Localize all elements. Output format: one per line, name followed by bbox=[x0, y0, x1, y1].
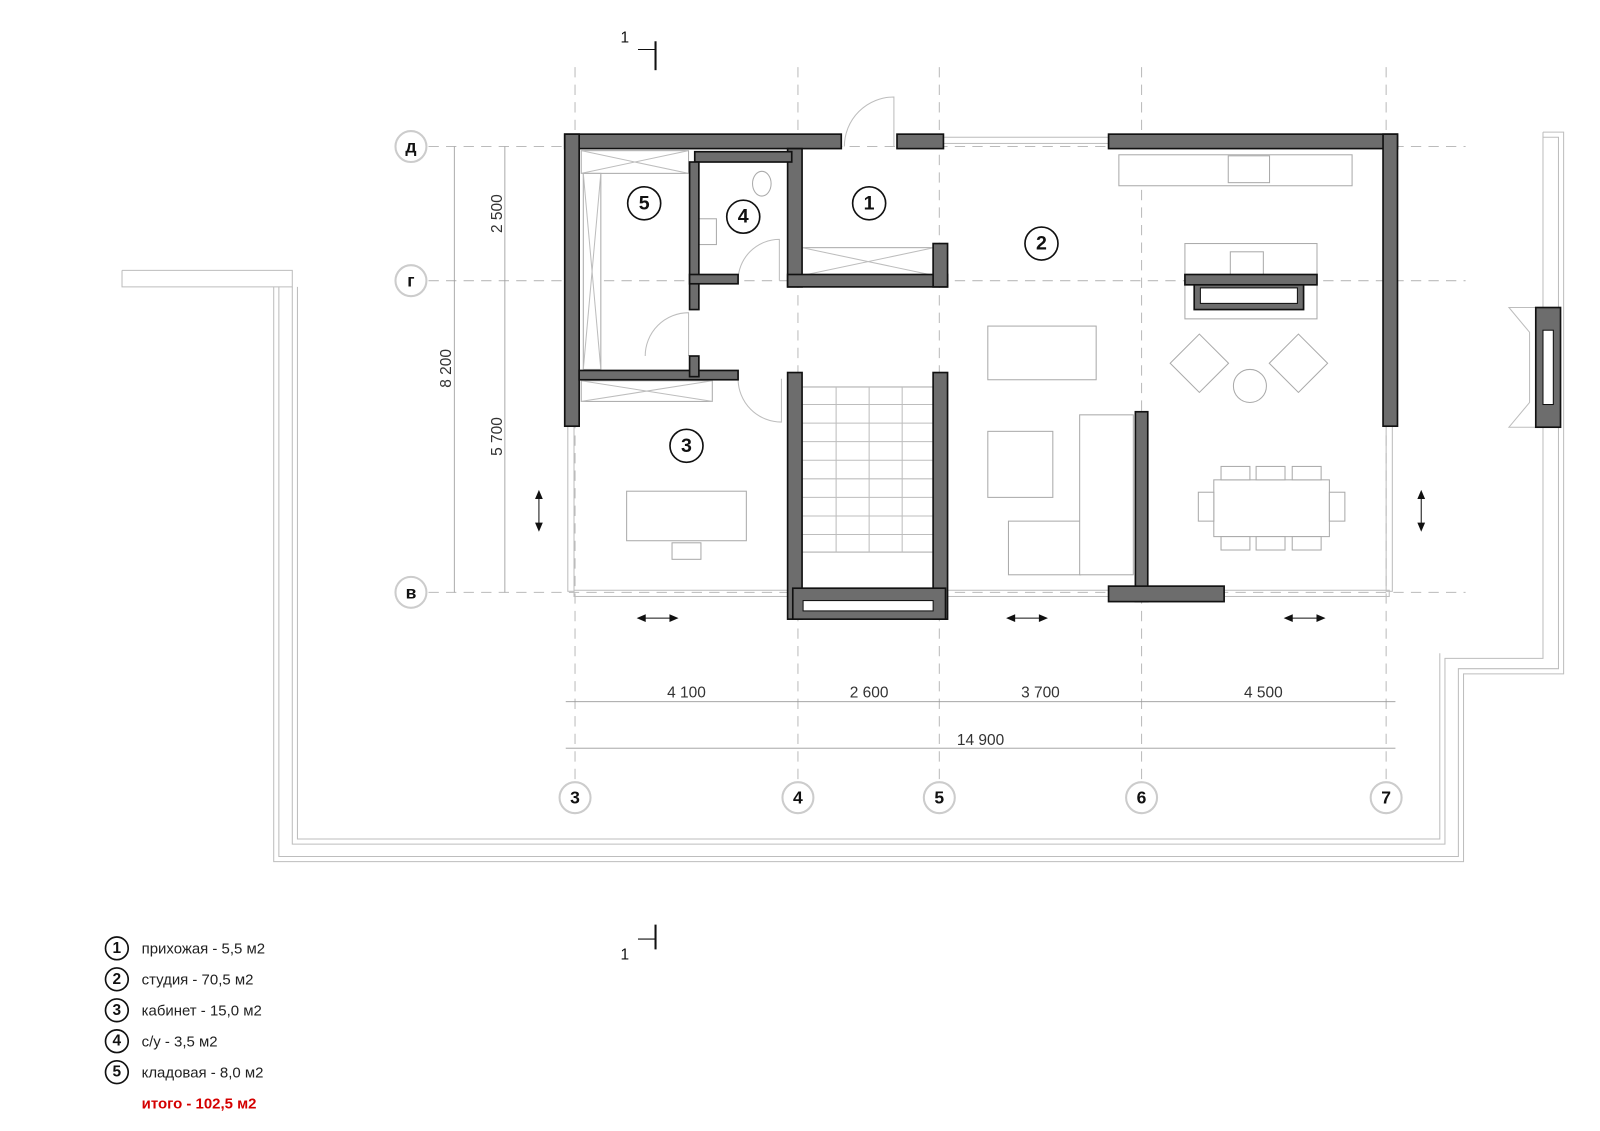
staircase bbox=[801, 386, 934, 553]
legend-item: 5 кладовая - 8,0 м2 bbox=[104, 1060, 264, 1085]
axis-v: в bbox=[394, 575, 428, 609]
svg-text:5: 5 bbox=[113, 1064, 122, 1081]
section-mark-top: 1 bbox=[620, 29, 657, 71]
svg-text:2: 2 bbox=[113, 971, 122, 988]
legend-item: 4 с/у - 3,5 м2 bbox=[104, 1029, 218, 1054]
svg-text:5: 5 bbox=[934, 788, 944, 808]
axis-6: 6 bbox=[1125, 781, 1159, 815]
sliding-arrows bbox=[535, 489, 1426, 623]
room-3-marker: 3 bbox=[669, 428, 704, 464]
svg-text:3: 3 bbox=[681, 435, 692, 457]
legend-total: итого - 102,5 м2 bbox=[142, 1095, 257, 1112]
arrow-horizontal-icon bbox=[1283, 614, 1326, 623]
arrow-vertical-icon bbox=[535, 489, 543, 532]
dim-6-7: 4 500 bbox=[1244, 685, 1283, 702]
axis-4: 4 bbox=[781, 781, 815, 815]
dim-d-g: 2 500 bbox=[489, 194, 506, 233]
svg-text:3: 3 bbox=[113, 1002, 122, 1019]
dim-4-5: 2 600 bbox=[850, 685, 889, 702]
room-1-marker: 1 bbox=[851, 185, 887, 221]
svg-text:4: 4 bbox=[738, 206, 749, 228]
dimension-lines: 4 100 2 600 3 700 4 500 14 900 2 500 5 7… bbox=[438, 146, 1396, 749]
axis-d: д bbox=[394, 130, 428, 164]
furniture bbox=[580, 96, 1353, 576]
axis-markers: 3 4 5 6 7 д г в bbox=[394, 130, 1403, 815]
svg-text:д: д bbox=[405, 137, 416, 157]
dim-overall-depth: 8 200 bbox=[438, 349, 455, 388]
svg-text:6: 6 bbox=[1137, 788, 1147, 808]
arrow-horizontal-icon bbox=[1006, 614, 1048, 623]
legend-item: 1 прихожая - 5,5 м2 bbox=[104, 936, 265, 961]
arrow-vertical-icon bbox=[1417, 489, 1426, 532]
svg-text:кладовая - 8,0 м2: кладовая - 8,0 м2 bbox=[142, 1064, 264, 1081]
svg-text:5: 5 bbox=[639, 192, 650, 214]
svg-text:с/у - 3,5 м2: с/у - 3,5 м2 bbox=[142, 1033, 218, 1050]
room-2-marker: 2 bbox=[1024, 226, 1059, 261]
terrace-outline bbox=[121, 131, 1565, 863]
svg-text:3: 3 bbox=[570, 788, 580, 808]
room-4-marker: 4 bbox=[725, 199, 761, 235]
svg-text:1: 1 bbox=[113, 940, 122, 957]
svg-text:7: 7 bbox=[1381, 788, 1391, 808]
axis-3: 3 bbox=[558, 781, 592, 815]
svg-text:г: г bbox=[407, 271, 414, 291]
arrow-horizontal-icon bbox=[636, 614, 679, 623]
dim-5-6: 3 700 bbox=[1021, 685, 1060, 702]
axis-5: 5 bbox=[922, 781, 956, 815]
svg-text:4: 4 bbox=[113, 1033, 122, 1050]
dim-3-4: 4 100 bbox=[667, 685, 706, 702]
svg-text:4: 4 bbox=[793, 788, 803, 808]
svg-text:в: в bbox=[406, 582, 417, 602]
dim-g-v: 5 700 bbox=[489, 417, 506, 456]
svg-text:1: 1 bbox=[620, 29, 629, 46]
legend-item: 3 кабинет - 15,0 м2 bbox=[104, 998, 262, 1023]
svg-text:прихожая - 5,5 м2: прихожая - 5,5 м2 bbox=[142, 941, 265, 958]
walls bbox=[563, 133, 1562, 620]
svg-text:студия - 70,5 м2: студия - 70,5 м2 bbox=[142, 971, 254, 988]
svg-text:1: 1 bbox=[864, 192, 875, 214]
svg-text:1: 1 bbox=[620, 947, 629, 964]
dim-overall-width: 14 900 bbox=[957, 732, 1004, 749]
legend-item: 2 студия - 70,5 м2 bbox=[104, 967, 254, 992]
section-mark-bottom: 1 bbox=[620, 924, 657, 964]
svg-text:2: 2 bbox=[1036, 233, 1047, 255]
room-5-marker: 5 bbox=[626, 185, 662, 221]
axis-g: г bbox=[394, 264, 428, 298]
room-numbers: 1 2 3 4 5 bbox=[626, 185, 1059, 464]
svg-text:кабинет - 15,0 м2: кабинет - 15,0 м2 bbox=[142, 1002, 262, 1019]
legend: 1 прихожая - 5,5 м2 2 студия - 70,5 м2 3 ка… bbox=[104, 936, 265, 1112]
axis-7: 7 bbox=[1369, 781, 1403, 815]
